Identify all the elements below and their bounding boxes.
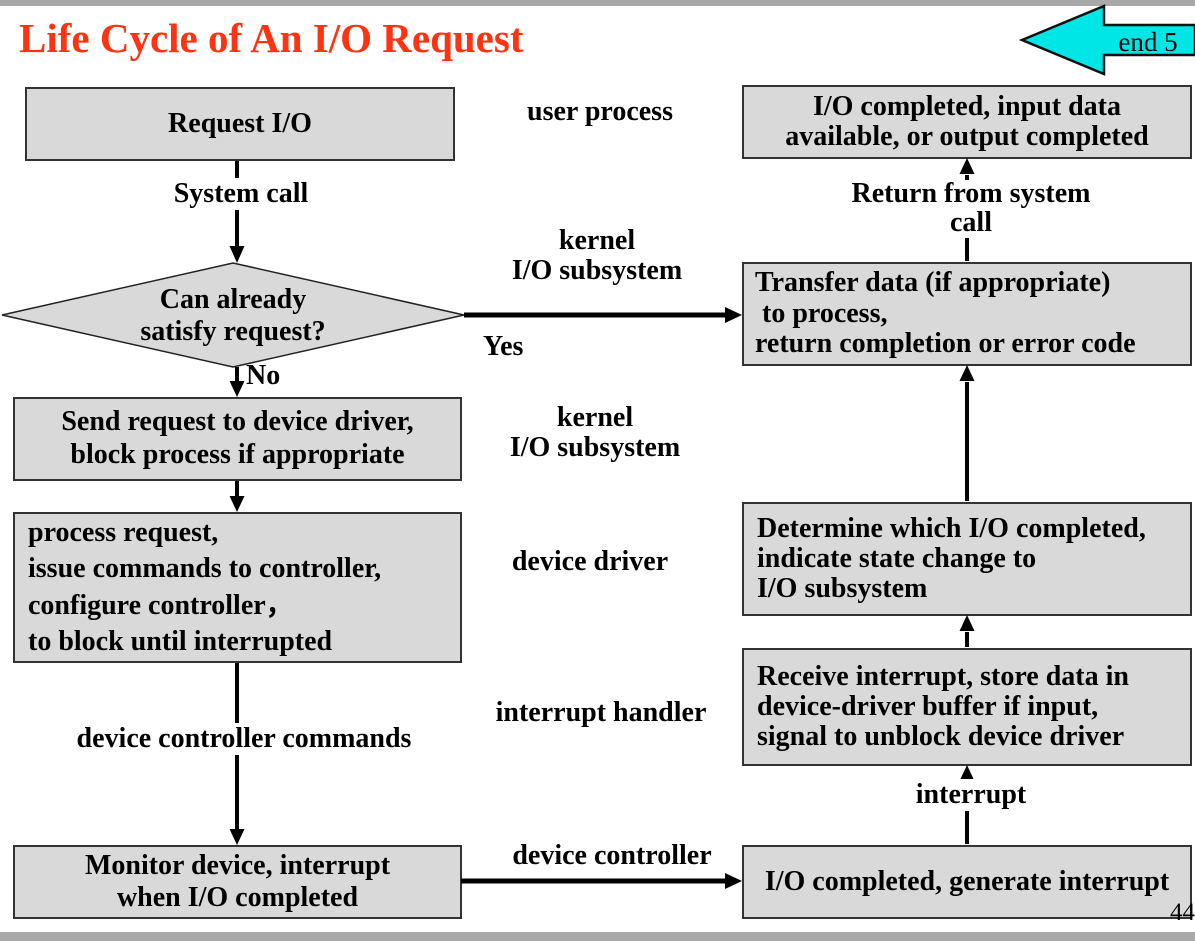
left-arrow-shape[interactable] — [1018, 4, 1195, 76]
nav-end-label[interactable]: end 5 — [1118, 27, 1178, 57]
label-device-controller: device controller — [488, 840, 736, 872]
arrow-controller-commands-head — [229, 829, 245, 845]
label-device-driver: device driver — [511, 546, 669, 577]
label-kernel-io-subsystem-2: kernel I/O subsystem — [509, 402, 681, 463]
nav-end-arrow-icon[interactable] — [1018, 2, 1195, 78]
label-user-process: user process — [527, 96, 673, 127]
arrow-send-to-process-head — [229, 496, 245, 512]
slide-title: Life Cycle of An I/O Request — [19, 15, 524, 61]
label-no: No — [246, 360, 281, 391]
box-io-generate-interrupt: I/O completed, generate interrupt — [742, 845, 1192, 919]
box-transfer-data: Transfer data (if appropriate) to proces… — [742, 262, 1192, 366]
box-io-completed-top: I/O completed, input data available, or … — [742, 85, 1192, 159]
box-receive-interrupt: Receive interrupt, store data in device-… — [742, 648, 1192, 766]
label-system-call: System call — [117, 178, 365, 210]
box-determine-io: Determine which I/O completed, indicate … — [742, 502, 1192, 616]
decision-diamond-label: Can already satisfy request? — [140, 283, 326, 347]
arrow-return-syscall-head — [959, 158, 975, 174]
top-edge-strip — [0, 0, 1195, 6]
label-return-from-system-call: Return from system call — [817, 179, 1125, 238]
page-number: 44 — [1170, 899, 1195, 926]
box-request-io: Request I/O — [25, 87, 455, 161]
arrow-interrupt-head — [959, 765, 975, 781]
box-send-request: Send request to device driver, block pro… — [13, 397, 462, 481]
box-process-request: process request, issue commands to contr… — [13, 512, 462, 663]
arrow-system-call-head — [229, 246, 245, 263]
arrow-device-controller-head — [725, 873, 742, 889]
label-kernel-io-subsystem-1: kernel I/O subsystem — [511, 225, 683, 286]
label-yes: Yes — [483, 331, 524, 362]
label-interrupt-handler: interrupt handler — [495, 697, 707, 728]
arrow-no-head — [229, 381, 245, 397]
arrow-determine-to-transfer-head — [959, 365, 975, 381]
arrow-receive-to-determine-head — [959, 615, 975, 631]
label-device-controller-commands: device controller commands — [40, 723, 448, 755]
box-monitor-device: Monitor device, interrupt when I/O compl… — [13, 845, 462, 919]
bottom-edge-strip — [0, 932, 1195, 941]
label-interrupt: interrupt — [897, 779, 1045, 811]
arrow-yes-head — [725, 307, 742, 323]
